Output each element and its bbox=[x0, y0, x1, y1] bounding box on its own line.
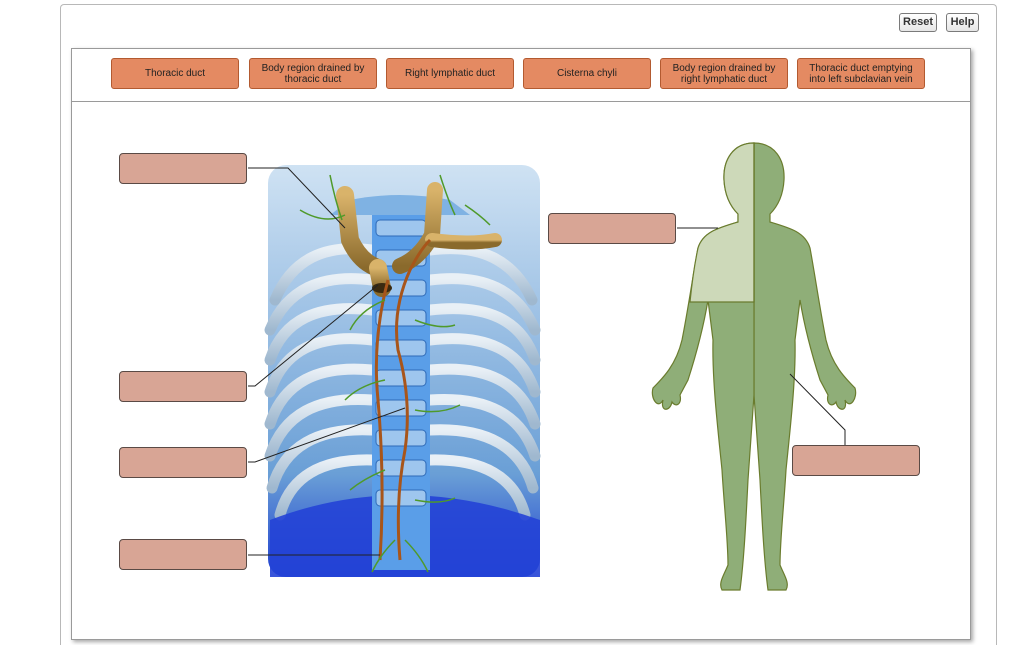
drop-target-2[interactable] bbox=[119, 371, 247, 402]
drop-target-1[interactable] bbox=[119, 153, 247, 184]
reset-button[interactable]: Reset bbox=[899, 13, 937, 32]
label-body-region-thoracic-duct[interactable]: Body region drained by thoracic duct bbox=[249, 58, 377, 89]
drop-target-5[interactable] bbox=[548, 213, 676, 244]
label-right-lymphatic-duct[interactable]: Right lymphatic duct bbox=[386, 58, 514, 89]
label-thoracic-duct-left-subclavian[interactable]: Thoracic duct emptying into left subclav… bbox=[797, 58, 925, 89]
drop-target-3[interactable] bbox=[119, 447, 247, 478]
drop-target-4[interactable] bbox=[119, 539, 247, 570]
leader-lines bbox=[248, 167, 846, 556]
label-bank: Thoracic duct Body region drained by tho… bbox=[72, 49, 970, 102]
label-cisterna-chyli[interactable]: Cisterna chyli bbox=[523, 58, 651, 89]
drop-target-6[interactable] bbox=[792, 445, 920, 476]
label-thoracic-duct[interactable]: Thoracic duct bbox=[111, 58, 239, 89]
thorax-illustration bbox=[264, 165, 541, 577]
help-button[interactable]: Help bbox=[946, 13, 979, 32]
label-body-region-right-lymphatic-duct[interactable]: Body region drained by right lymphatic d… bbox=[660, 58, 788, 89]
body-silhouette bbox=[651, 142, 857, 591]
